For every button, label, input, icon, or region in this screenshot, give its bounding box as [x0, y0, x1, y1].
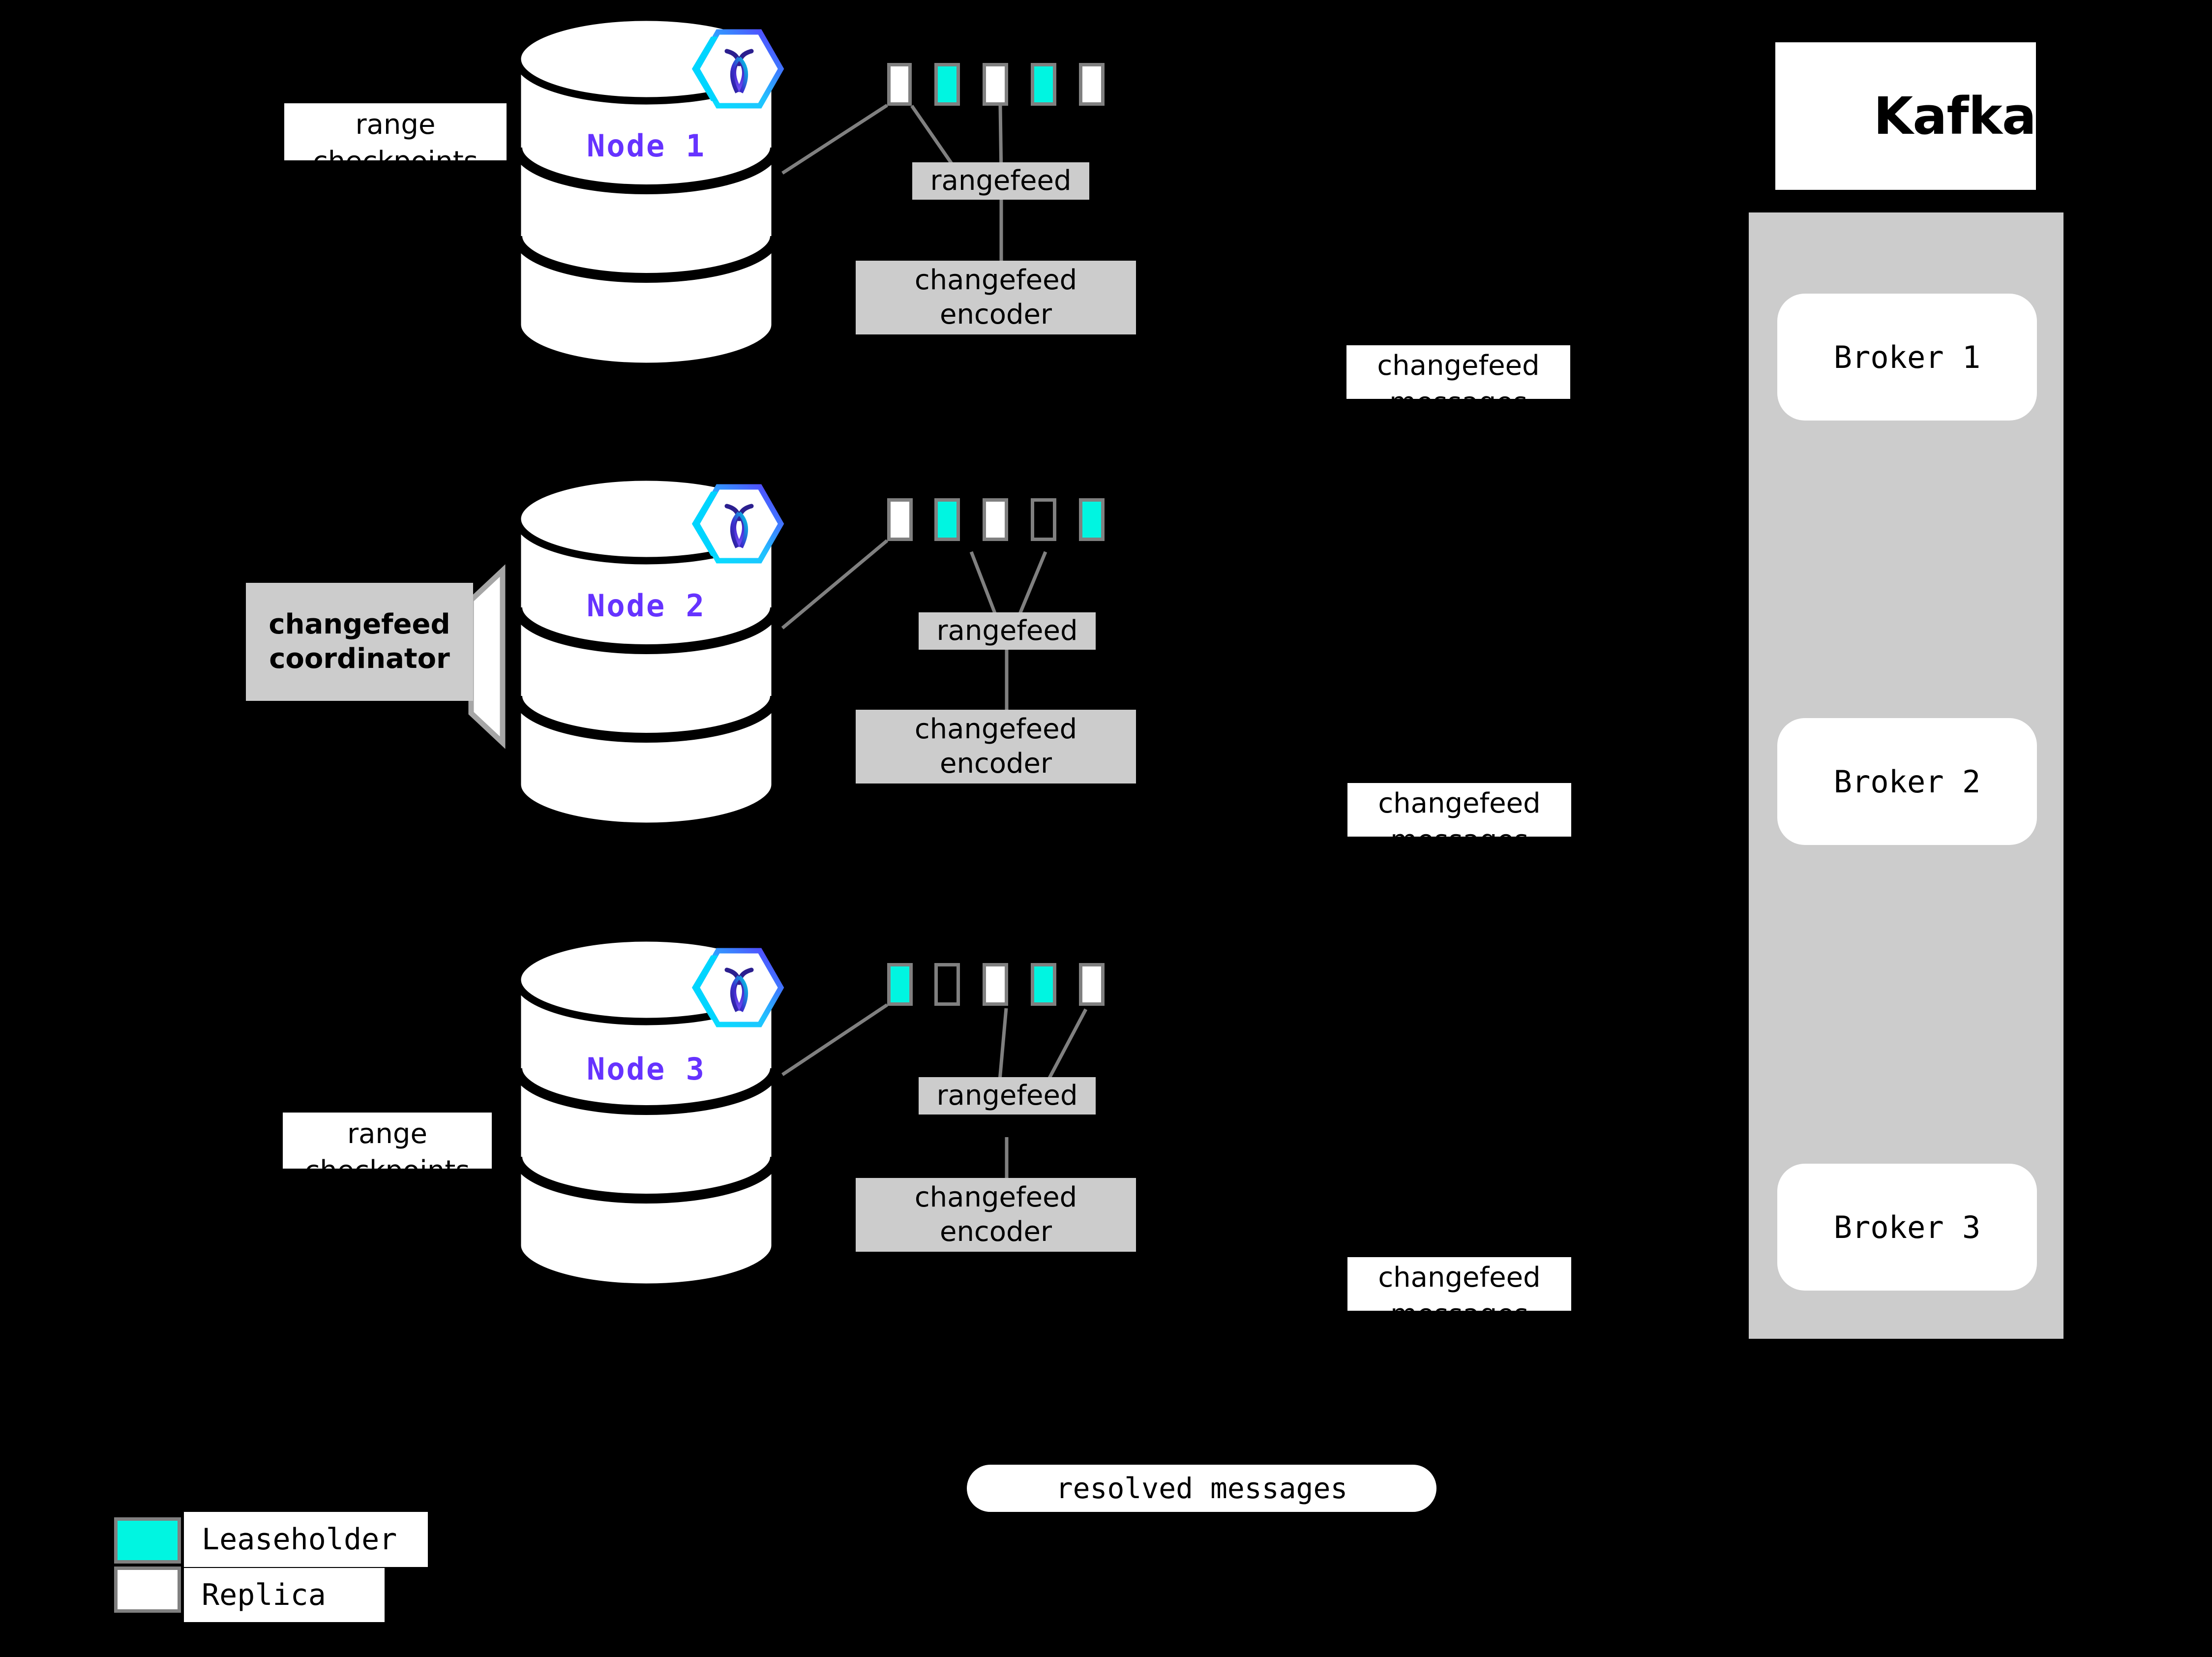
encoder-line-1: changefeed	[914, 1181, 1077, 1213]
range-cell[interactable]	[983, 963, 1008, 1006]
label-line-2: checkpoints	[283, 1152, 492, 1169]
node-2-changefeed-encoder-box[interactable]: changefeed encoder	[856, 710, 1136, 783]
node-3-cylinder	[512, 934, 780, 1291]
kafka-logo-card: Kafka	[1775, 42, 2036, 190]
encoder-line-1: changefeed	[914, 713, 1077, 745]
label-line-2: checkpoints	[284, 143, 507, 160]
kafka-broker-3[interactable]: Broker 3	[1777, 1164, 2037, 1291]
node-3-changefeed-encoder-box[interactable]: changefeed encoder	[856, 1178, 1136, 1252]
range-cell[interactable]	[1031, 963, 1056, 1006]
range-cell[interactable]	[887, 963, 913, 1006]
coordinator-line-2: coordinator	[269, 643, 450, 675]
node-2-cylinder	[512, 473, 780, 830]
changefeed-messages-label-2: changefeed messages	[1347, 783, 1571, 837]
range-cell[interactable]	[934, 63, 960, 106]
encoder-line-2: encoder	[939, 1216, 1052, 1248]
cockroachdb-logo-node-1	[691, 29, 784, 109]
coordinator-line-1: changefeed	[269, 608, 450, 640]
range-cell[interactable]	[983, 63, 1008, 106]
legend-label-replica: Replica	[184, 1568, 385, 1622]
range-cell[interactable]	[1079, 63, 1105, 106]
range-cell[interactable]	[887, 63, 912, 106]
range-cell[interactable]	[1031, 63, 1056, 106]
label-line-2: messages	[1347, 822, 1571, 837]
node-3-rangefeed-box[interactable]: rangefeed	[919, 1077, 1096, 1115]
node-1-changefeed-encoder-box[interactable]: changefeed encoder	[856, 261, 1136, 334]
label-line-2: messages	[1346, 384, 1570, 399]
label-line-1: changefeed	[1378, 787, 1541, 819]
node-3-label: Node 3	[587, 1051, 706, 1087]
node-1-range-checkpoints-label: range checkpoints	[284, 103, 507, 160]
range-cell[interactable]	[887, 498, 913, 541]
node-2-rangefeed-box[interactable]: rangefeed	[919, 612, 1096, 650]
encoder-line-2: encoder	[939, 748, 1052, 780]
resolved-messages-pill[interactable]: resolved messages	[967, 1465, 1436, 1512]
kafka-wordmark: Kafka	[1873, 86, 2036, 146]
encoder-line-2: encoder	[939, 299, 1052, 331]
node-1-label: Node 1	[587, 128, 706, 164]
cockroachdb-logo-node-2	[691, 484, 784, 564]
range-cell[interactable]	[934, 498, 960, 541]
range-cell[interactable]	[934, 963, 960, 1006]
kafka-broker-2[interactable]: Broker 2	[1777, 718, 2037, 845]
cockroachdb-logo-node-3	[691, 948, 784, 1027]
legend-label-leaseholder: Leaseholder	[184, 1512, 428, 1567]
node-1-rangefeed-box[interactable]: rangefeed	[912, 162, 1089, 200]
changefeed-messages-label-3: changefeed messages	[1347, 1257, 1571, 1311]
node-2-label: Node 2	[587, 588, 706, 624]
label-line-1: range	[355, 109, 436, 141]
changefeed-coordinator-box[interactable]: changefeed coordinator	[246, 583, 473, 701]
range-cell[interactable]	[1079, 498, 1105, 541]
range-cell[interactable]	[983, 498, 1008, 541]
label-line-1: range	[347, 1118, 427, 1150]
encoder-line-1: changefeed	[914, 264, 1077, 296]
range-cell[interactable]	[1079, 963, 1105, 1006]
label-line-2: messages	[1347, 1296, 1571, 1311]
kafka-broker-1[interactable]: Broker 1	[1777, 294, 2037, 421]
label-line-1: changefeed	[1377, 350, 1540, 382]
node-1-cylinder	[512, 13, 780, 370]
legend-swatch-replica	[114, 1567, 181, 1613]
legend-swatch-leaseholder	[114, 1517, 181, 1564]
changefeed-coordinator-wedge	[468, 564, 506, 749]
node-3-range-checkpoints-label: range checkpoints	[283, 1113, 492, 1169]
changefeed-messages-label-1: changefeed messages	[1346, 345, 1570, 399]
range-cell[interactable]	[1031, 498, 1056, 541]
label-line-1: changefeed	[1378, 1262, 1541, 1294]
